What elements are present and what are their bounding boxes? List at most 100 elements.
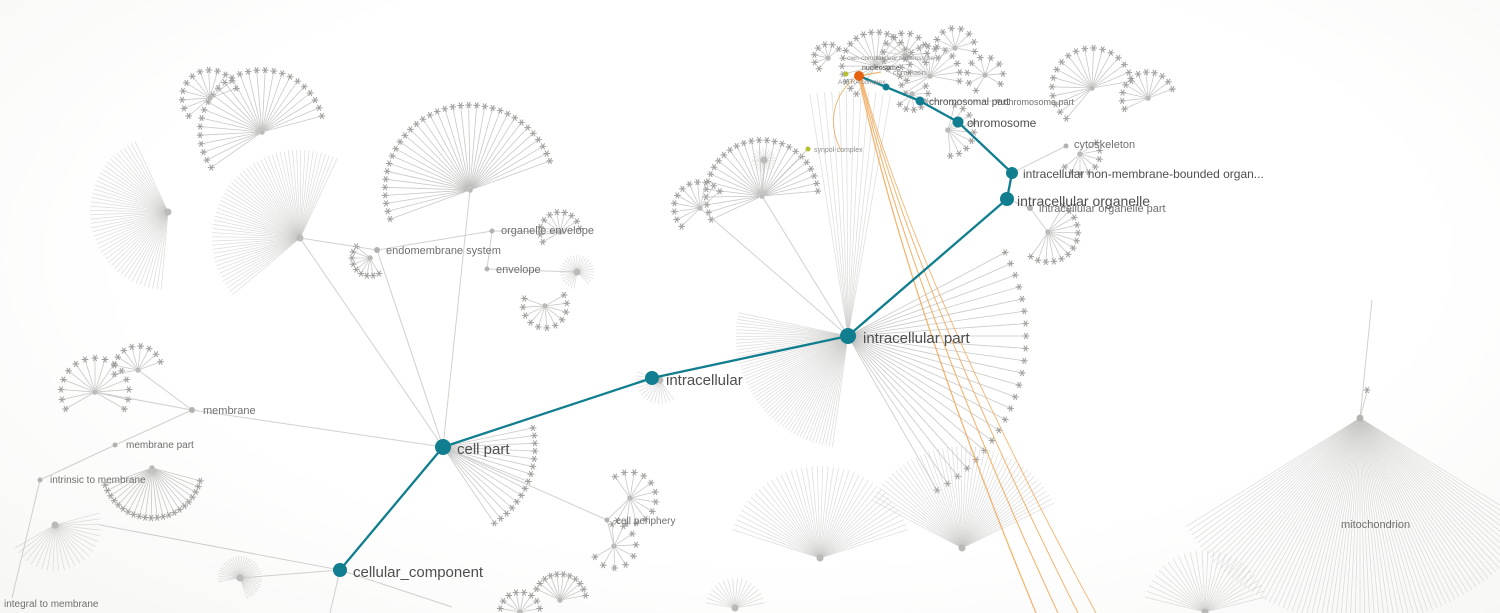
tiny-term-label[interactable]: own-complex <box>847 55 886 62</box>
leaf-node-icon[interactable] <box>1018 295 1026 303</box>
leaf-node-icon[interactable] <box>828 41 837 49</box>
leaf-node-icon[interactable] <box>573 217 581 225</box>
cluster-hub-node[interactable] <box>557 597 563 603</box>
term-node[interactable] <box>112 442 118 448</box>
leaf-node-icon[interactable] <box>965 79 973 87</box>
node-label[interactable]: intracellular non-membrane-bounded organ… <box>1023 167 1264 181</box>
tiny-term-label[interactable]: ASTRA complex <box>838 79 886 86</box>
leaf-node-icon[interactable] <box>244 68 252 76</box>
leaf-node-icon[interactable] <box>560 209 569 216</box>
leaf-node-icon[interactable] <box>539 142 547 150</box>
term-label[interactable]: mitochondrion <box>1341 519 1410 531</box>
leaf-node-icon[interactable] <box>135 512 144 520</box>
leaf-node-icon[interactable] <box>191 488 200 496</box>
leaf-node-icon[interactable] <box>1001 248 1010 256</box>
leaf-node-icon[interactable] <box>906 30 915 38</box>
leaf-node-icon[interactable] <box>58 396 66 404</box>
term-node[interactable] <box>489 228 495 234</box>
path-node-cluster-link[interactable] <box>882 83 890 91</box>
leaf-node-icon[interactable] <box>124 508 132 516</box>
leaf-node-icon[interactable] <box>221 71 230 79</box>
leaf-node-icon[interactable] <box>651 498 660 506</box>
leaf-node-icon[interactable] <box>706 170 715 178</box>
node-label[interactable]: intracellular organelle <box>1017 193 1150 209</box>
leaf-node-icon[interactable] <box>1015 283 1023 291</box>
leaf-node-icon[interactable] <box>1064 52 1073 60</box>
leaf-node-icon[interactable] <box>426 111 434 119</box>
leaf-node-icon[interactable] <box>388 152 396 160</box>
cluster-hub-node[interactable] <box>902 52 908 58</box>
leaf-node-icon[interactable] <box>620 469 629 477</box>
leaf-node-icon[interactable] <box>1062 115 1071 123</box>
path-node-intracellular[interactable] <box>645 371 659 385</box>
leaf-node-icon[interactable] <box>381 183 389 191</box>
leaf-node-icon[interactable] <box>1021 320 1030 328</box>
leaf-node-icon[interactable] <box>1018 369 1026 377</box>
leaf-node-icon[interactable] <box>1073 221 1081 229</box>
leaf-node-icon[interactable] <box>933 36 941 43</box>
leaf-node-icon[interactable] <box>286 73 294 81</box>
node-label[interactable]: chromosomal part <box>929 97 1009 108</box>
path-node-cellular-component[interactable] <box>333 563 347 577</box>
leaf-node-icon[interactable] <box>1020 307 1029 315</box>
term-node[interactable] <box>604 517 610 523</box>
leaf-node-icon[interactable] <box>311 96 319 104</box>
leaf-node-icon[interactable] <box>517 118 526 126</box>
leaf-node-icon[interactable] <box>670 199 679 207</box>
leaf-node-icon[interactable] <box>124 386 133 393</box>
node-label[interactable]: intracellular part <box>863 330 971 347</box>
leaf-node-icon[interactable] <box>1107 49 1115 57</box>
leaf-node-icon[interactable] <box>1095 155 1104 163</box>
leaf-node-icon[interactable] <box>1069 244 1078 252</box>
leaf-node-icon[interactable] <box>496 605 505 612</box>
leaf-node-icon[interactable] <box>897 81 906 89</box>
node-label[interactable]: intracellular <box>666 372 743 389</box>
leaf-node-icon[interactable] <box>81 356 89 363</box>
leaf-node-icon[interactable] <box>448 103 457 111</box>
leaf-node-icon[interactable] <box>560 291 568 299</box>
leaf-node-icon[interactable] <box>562 299 571 307</box>
cluster-hub-node[interactable] <box>1145 95 1151 101</box>
leaf-node-icon[interactable] <box>1158 72 1167 80</box>
cluster-hub-node[interactable] <box>816 554 824 562</box>
leaf-node-icon[interactable] <box>385 160 394 167</box>
leaf-node-icon[interactable] <box>1074 229 1082 237</box>
leaf-node-icon[interactable] <box>726 146 734 154</box>
leaf-node-icon[interactable] <box>924 90 932 97</box>
leaf-node-icon[interactable] <box>1057 255 1066 263</box>
leaf-node-icon[interactable] <box>1168 85 1177 93</box>
leaf-node-icon[interactable] <box>188 72 197 80</box>
leaf-node-icon[interactable] <box>1001 416 1010 424</box>
leaf-node-icon[interactable] <box>986 54 995 62</box>
tiny-term-label[interactable]: nuclear nucleosome <box>876 55 935 62</box>
leaf-node-icon[interactable] <box>196 131 204 139</box>
term-label[interactable]: membrane part <box>126 440 194 451</box>
leaf-node-icon[interactable] <box>938 28 947 36</box>
leaf-node-icon[interactable] <box>113 353 122 361</box>
leaf-node-icon[interactable] <box>235 70 244 78</box>
leaf-node-icon[interactable] <box>180 104 188 112</box>
leaf-node-icon[interactable] <box>1052 65 1061 73</box>
leaf-node-icon[interactable] <box>178 96 186 104</box>
cluster-hub-node[interactable] <box>1201 608 1209 613</box>
leaf-node-icon[interactable] <box>496 515 505 523</box>
leaf-node-icon[interactable] <box>839 54 847 62</box>
cluster-hub-node[interactable] <box>517 609 523 613</box>
leaf-node-icon[interactable] <box>1118 97 1127 105</box>
term-node[interactable] <box>1063 143 1069 149</box>
leaf-node-icon[interactable] <box>1124 68 1133 76</box>
leaf-node-icon[interactable] <box>175 506 184 514</box>
leaf-node-icon[interactable] <box>1021 344 1030 352</box>
leaf-node-icon[interactable] <box>315 104 323 112</box>
leaf-node-icon[interactable] <box>278 69 287 77</box>
leaf-node-icon[interactable] <box>521 485 529 493</box>
leaf-node-icon[interactable] <box>526 319 535 327</box>
cluster-hub-node[interactable] <box>149 465 155 471</box>
cluster-hub-node[interactable] <box>542 303 548 309</box>
leaf-node-icon[interactable] <box>629 552 638 560</box>
leaf-node-icon[interactable] <box>71 360 80 368</box>
node-label[interactable]: chromosome <box>967 116 1037 130</box>
leaf-node-icon[interactable] <box>127 343 136 351</box>
leaf-node-icon[interactable] <box>532 585 541 593</box>
leaf-node-icon[interactable] <box>621 561 630 569</box>
